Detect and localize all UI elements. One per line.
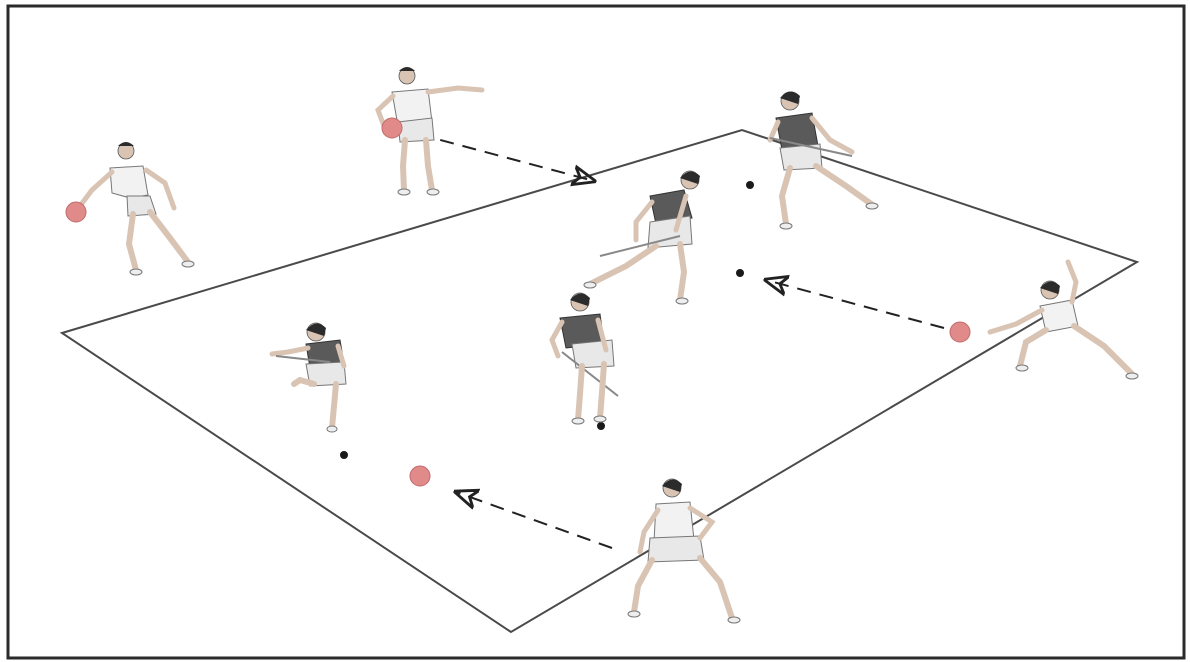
ball xyxy=(382,118,402,138)
ball xyxy=(950,322,970,342)
player-defender-top-right xyxy=(770,91,878,229)
puck xyxy=(736,269,744,277)
player-defender-center xyxy=(552,293,618,424)
puck xyxy=(597,422,605,430)
player-thrower-top xyxy=(378,67,482,195)
ball xyxy=(66,202,86,222)
throw-arrow-top xyxy=(418,134,594,181)
puck xyxy=(340,451,348,459)
player-defender-left xyxy=(272,323,346,432)
player-thrower-bottom xyxy=(628,479,740,623)
player-thrower-right xyxy=(990,262,1138,379)
ball xyxy=(410,466,430,486)
puck xyxy=(746,181,754,189)
player-defender-center-top xyxy=(584,171,700,304)
throw-arrow-bottom xyxy=(456,492,612,548)
player-thrower-left xyxy=(66,142,194,275)
throw-arrow-right xyxy=(766,280,944,328)
